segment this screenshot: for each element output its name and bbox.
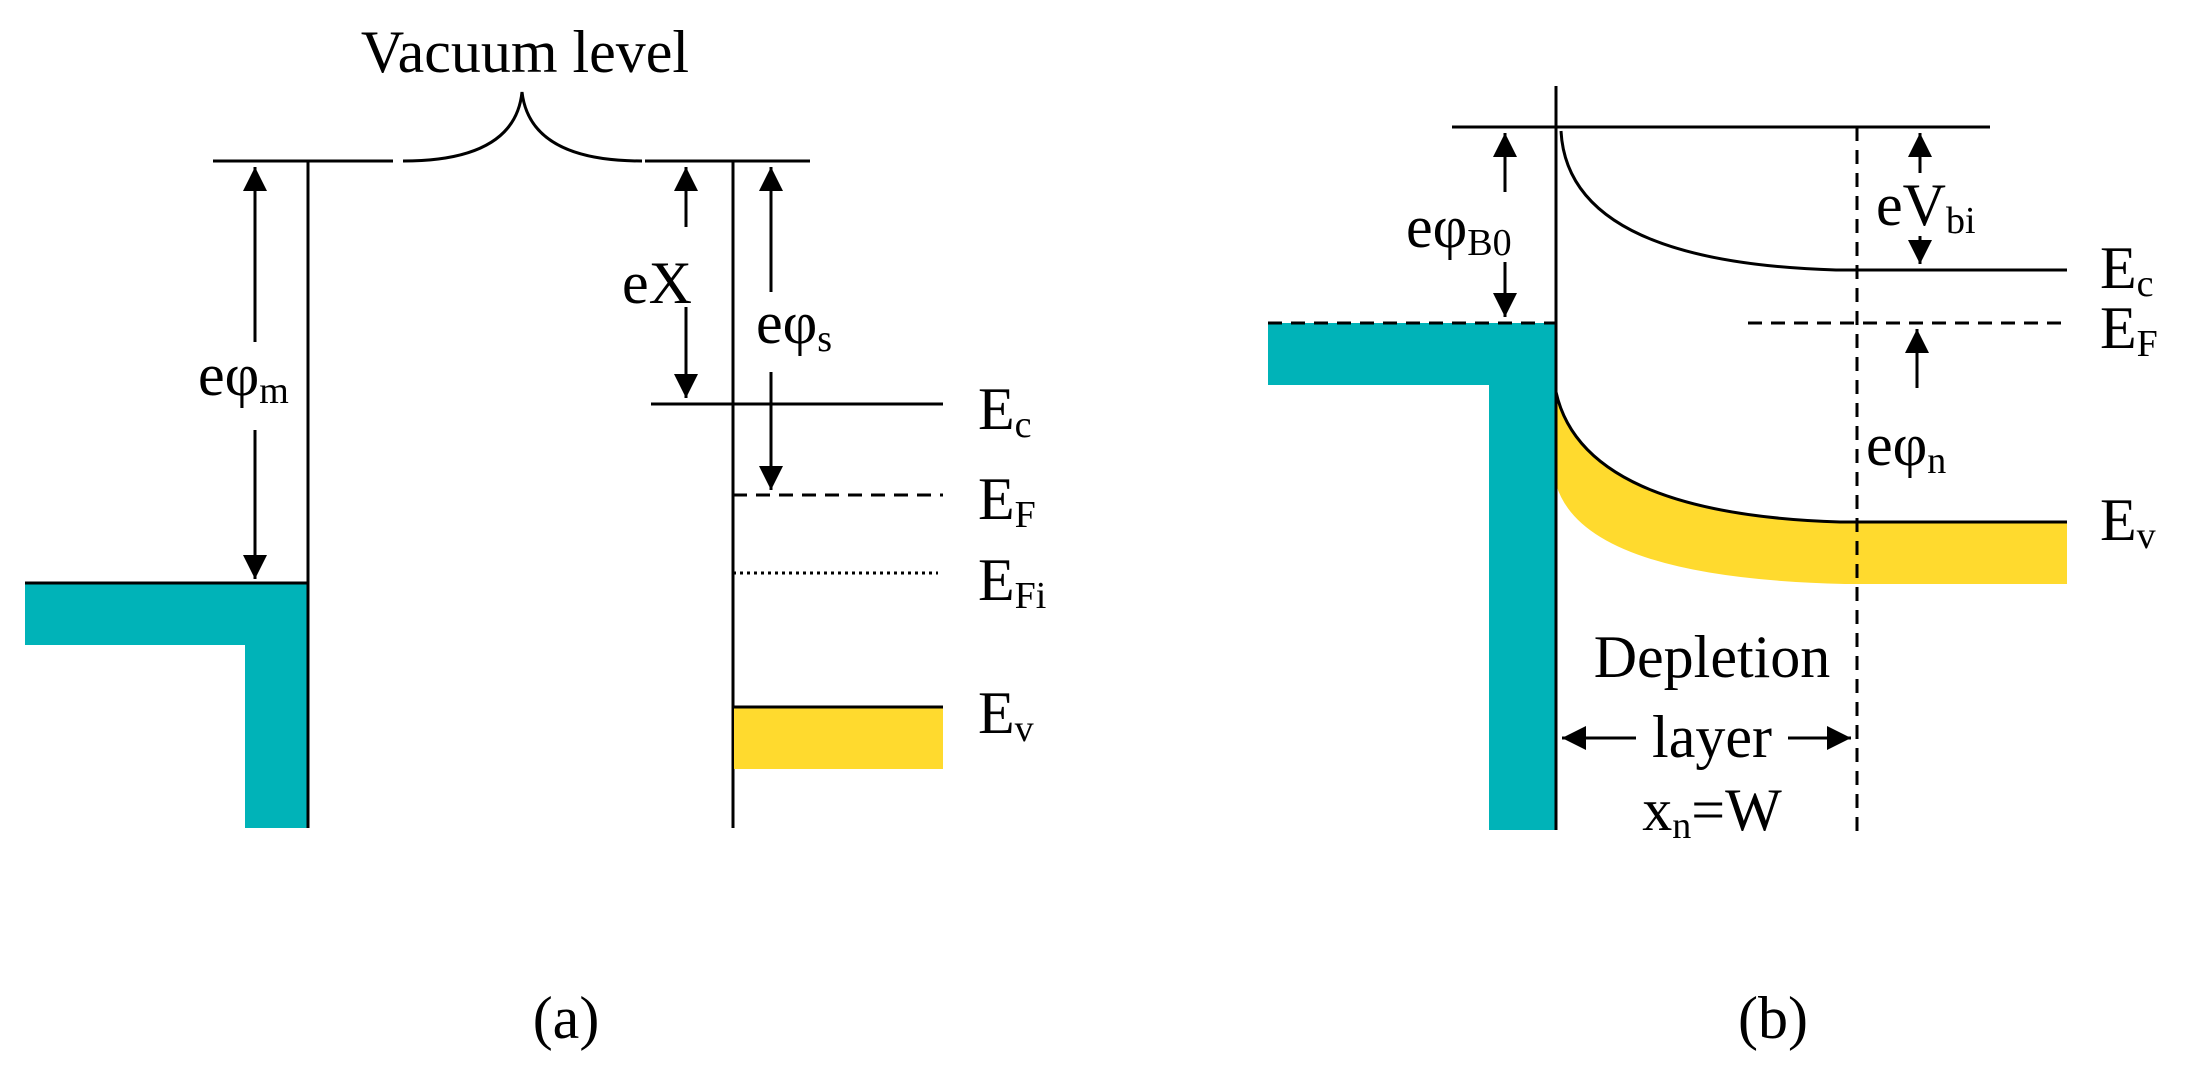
metal-block-b bbox=[1268, 323, 1556, 830]
e-phi-m-label: eφm bbox=[198, 342, 289, 412]
e-phi-b0-label: eφB0 bbox=[1406, 194, 1512, 264]
valence-band-line-b bbox=[1554, 391, 2067, 524]
panel-a: Vacuum level eφm eX eφs Ec EF EFi Ev (a) bbox=[25, 19, 1046, 1051]
ef-label-b: EF bbox=[2100, 295, 2158, 365]
depletion-label-line2: layer bbox=[1652, 704, 1772, 770]
valence-band-block-a bbox=[734, 707, 943, 769]
caption-b: (b) bbox=[1738, 985, 1808, 1051]
caption-a: (a) bbox=[533, 985, 600, 1051]
e-v-bi-label: eVbi bbox=[1876, 172, 1976, 242]
conduction-band-curve-b bbox=[1559, 130, 2067, 272]
panel-b: eφB0 eVbi eφn Ec EF Ev Depletion layer x… bbox=[1268, 86, 2158, 1051]
e-chi-label: eX bbox=[622, 250, 692, 316]
ef-label-a: EF bbox=[978, 466, 1036, 536]
depletion-label-line1: Depletion bbox=[1594, 624, 1831, 690]
vacuum-level-label: Vacuum level bbox=[361, 19, 689, 85]
efi-label-a: EFi bbox=[978, 547, 1046, 617]
ec-label-a: Ec bbox=[978, 376, 1032, 446]
e-phi-n-label: eφn bbox=[1866, 412, 1946, 482]
e-phi-s-label: eφs bbox=[756, 290, 832, 360]
ev-label-a: Ev bbox=[978, 680, 1034, 750]
metal-block-a bbox=[25, 583, 308, 828]
depletion-width-label: xn=W bbox=[1642, 777, 1782, 847]
ev-label-b: Ev bbox=[2100, 487, 2156, 557]
vacuum-level-brace bbox=[402, 91, 643, 163]
ec-label-b: Ec bbox=[2100, 235, 2154, 305]
valence-band-block-b bbox=[1556, 392, 2067, 584]
